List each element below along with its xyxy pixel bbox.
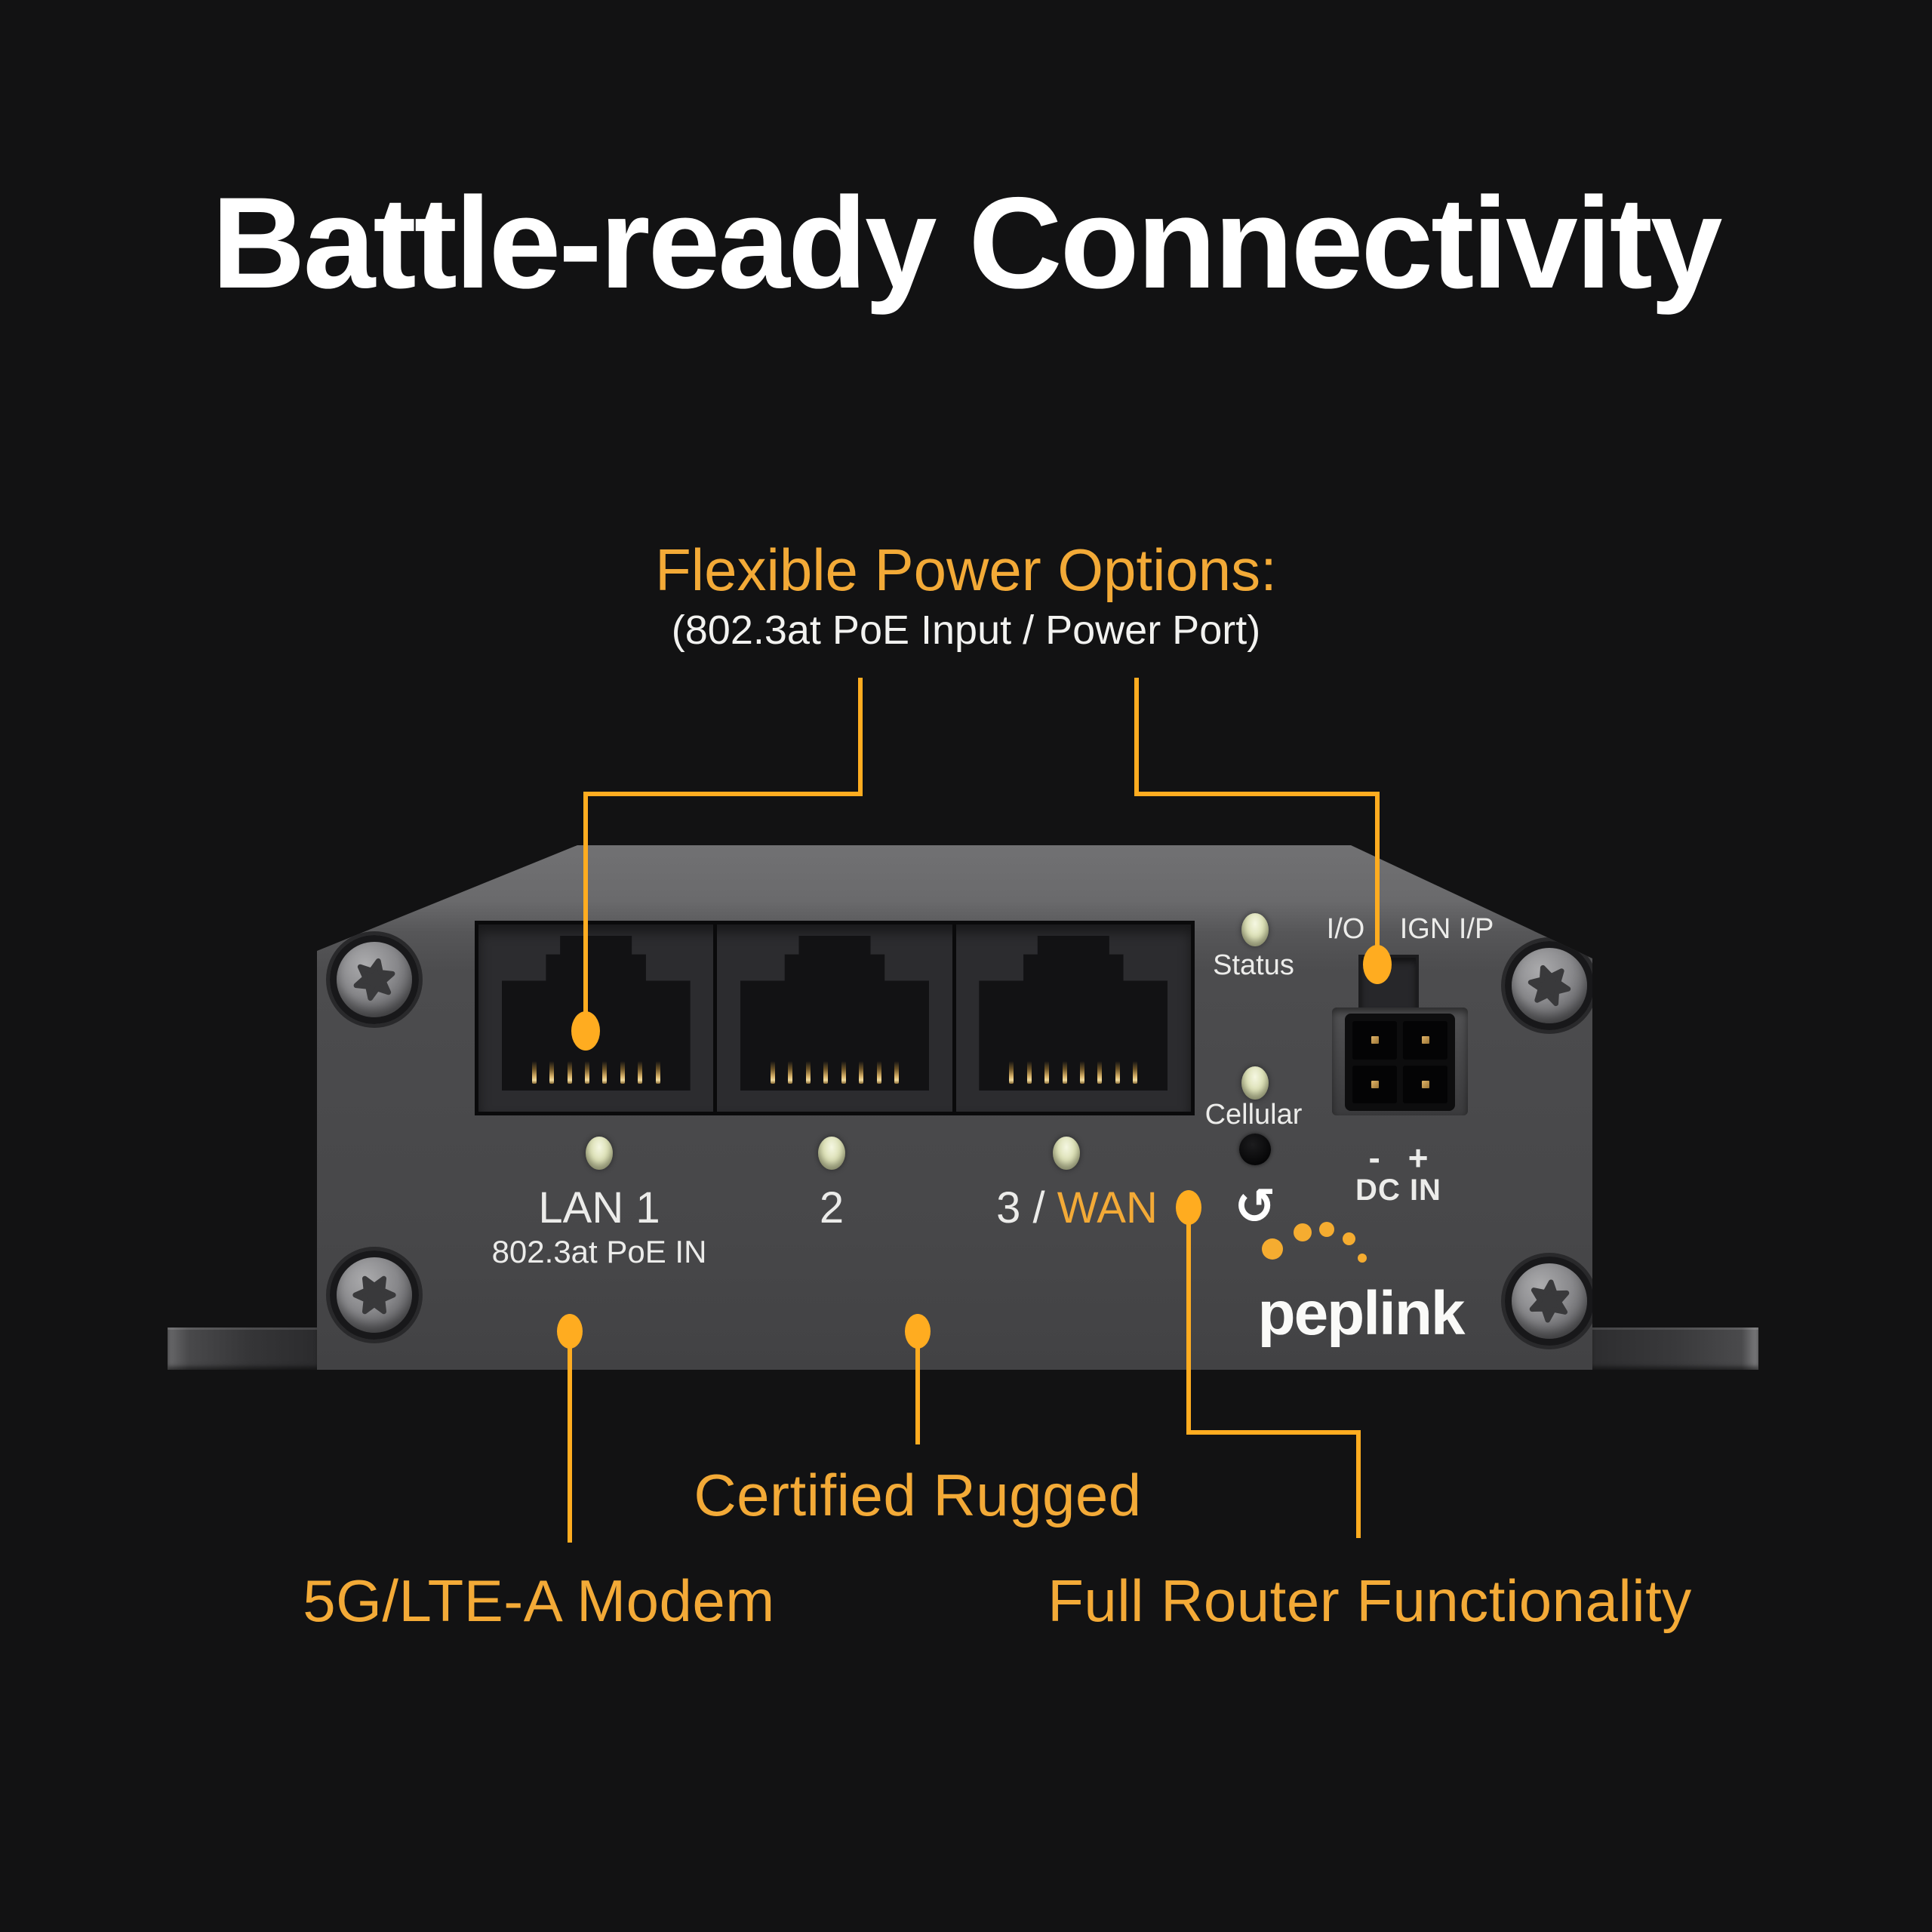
torx-screw-icon: [1505, 1257, 1592, 1346]
cellular-led: [1241, 1066, 1269, 1100]
modem-label: 5G/LTE-A Modem: [303, 1567, 775, 1634]
dc-pin: [1352, 1065, 1397, 1103]
torx-star-icon: [352, 1275, 396, 1315]
rj45-jack-lan1: [501, 936, 691, 1091]
dc-in-label: DC IN: [1355, 1174, 1441, 1207]
dc-pin: [1403, 1065, 1447, 1103]
ign-ip-label: IGN I/P: [1399, 913, 1494, 945]
port-lan1: [478, 924, 718, 1112]
torx-star-icon: [353, 958, 395, 1001]
lan1-led: [586, 1137, 613, 1170]
dc-pin: [1403, 1021, 1447, 1060]
power-callout: Flexible Power Options: (802.3at PoE Inp…: [0, 540, 1932, 651]
full-router-label: Full Router Functionality: [1048, 1567, 1692, 1634]
rj45-pins: [531, 1061, 660, 1084]
peplink-logo-dot: [1358, 1254, 1367, 1263]
peplink-logo-dot: [1343, 1232, 1355, 1245]
torx-star-icon: [1529, 1279, 1570, 1323]
port-wan: [956, 924, 1191, 1112]
dc-power-connector: [1345, 1014, 1455, 1111]
peplink-logo-dot: [1294, 1223, 1312, 1241]
torx-screw-icon: [330, 1251, 419, 1340]
rj45-pins: [770, 1061, 899, 1084]
dc-connector-latch-slot: [1358, 955, 1419, 1012]
rj45-jack-lan2: [740, 936, 929, 1091]
reset-button-hole: [1239, 1134, 1271, 1165]
lan2-led: [818, 1137, 845, 1170]
dc-pin: [1352, 1021, 1397, 1060]
cellular-label: Cellular: [1204, 1099, 1303, 1131]
page-title: Battle-ready Connectivity: [211, 171, 1722, 315]
peplink-logo: peplink: [1257, 1279, 1465, 1348]
certified-rugged-label: Certified Rugged: [694, 1462, 1142, 1528]
port-lan2: [717, 924, 956, 1112]
mounting-flange-right: [1591, 1327, 1758, 1370]
wan-label-prefix: 3 /: [996, 1183, 1057, 1232]
torx-screw-icon: [330, 935, 419, 1024]
lan2-label: 2: [819, 1183, 844, 1232]
mounting-flange-left: [168, 1327, 318, 1370]
lan1-poe-label: 802.3at PoE IN: [491, 1234, 707, 1269]
rj45-jack-wan: [979, 936, 1168, 1091]
ethernet-port-panel: [475, 921, 1195, 1115]
wan-label-wan: WAN: [1057, 1183, 1158, 1232]
io-label: I/O: [1326, 913, 1365, 945]
rj45-pins: [1009, 1061, 1138, 1084]
power-callout-sublabel: (802.3at PoE Input / Power Port): [671, 608, 1261, 653]
wan-led: [1053, 1137, 1080, 1170]
router-front-panel: LAN 1 802.3at PoE IN 2 3 / WAN Status Ce…: [317, 845, 1592, 1370]
wan-label: 3 / WAN: [996, 1186, 1158, 1230]
power-callout-label: Flexible Power Options:: [655, 537, 1277, 603]
lan1-label: LAN 1: [538, 1183, 660, 1232]
dc-polarity-label: - +: [1368, 1138, 1429, 1177]
torx-star-icon: [1527, 964, 1571, 1007]
status-led: [1241, 913, 1269, 946]
status-label: Status: [1213, 949, 1294, 981]
reset-icon: ↺: [1234, 1177, 1276, 1235]
torx-screw-icon: [1505, 941, 1592, 1030]
peplink-logo-dot: [1262, 1238, 1283, 1260]
peplink-logo-dot: [1319, 1222, 1334, 1237]
